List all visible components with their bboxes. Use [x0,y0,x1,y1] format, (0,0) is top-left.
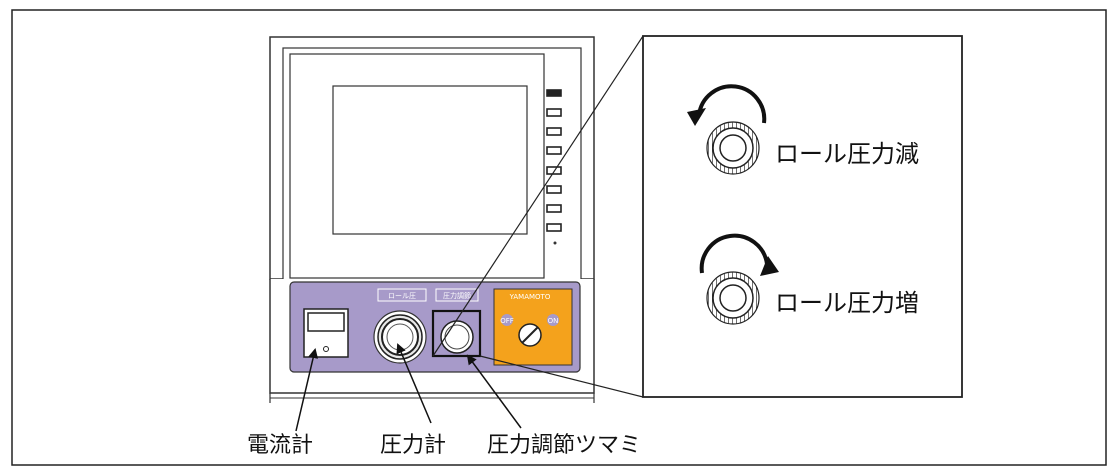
callout-pressure-knob: 圧力調節ツマミ [487,433,641,458]
zoom-connectors [432,35,644,398]
pressure-gauge [373,310,427,364]
callout-ammeter: 電流計 [247,433,313,458]
outer-border [11,9,1107,466]
panel-tag-pressure-adjust: 圧力調節 [435,288,479,302]
ammeter [303,308,349,358]
knob-detail-decrease [687,84,767,175]
knob-detail-increase [699,233,779,325]
panel-tag-roll-pressure: ロール圧 [377,288,427,302]
svg-text:YAMAMOTO: YAMAMOTO [509,293,551,301]
knob-highlight-box [431,309,482,358]
callout-arrows [295,343,522,432]
function-keys [546,89,562,232]
detail-box: ロール圧力減 ロール圧力増 [642,35,963,398]
pressure-knob [440,320,474,354]
display-screen [332,85,528,235]
svg-text:ロール圧: ロール圧 [388,292,416,300]
svg-text:ON: ON [548,317,559,325]
callout-pressure-gauge: 圧力計 [380,433,446,458]
label-roll-pressure-increase: ロール圧力増 [775,289,919,317]
label-roll-pressure-decrease: ロール圧力減 [775,140,919,168]
device-front: ロール圧 圧力調節 YAMAMOTO OFF ON [269,36,595,403]
svg-text:圧力調節: 圧力調節 [443,291,471,300]
counterclockwise-arrow-icon [697,84,767,124]
power-switch-panel: YAMAMOTO OFF ON [493,288,573,366]
svg-text:OFF: OFF [500,317,514,325]
clockwise-arrow-icon [699,233,769,274]
